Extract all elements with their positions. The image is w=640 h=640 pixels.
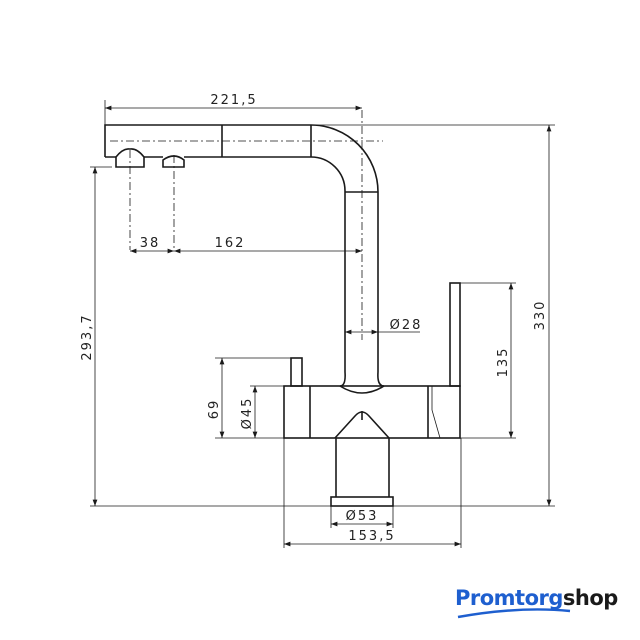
filter-button xyxy=(290,357,303,387)
mixer-lever xyxy=(449,282,461,387)
dimension-lines xyxy=(90,100,555,548)
spout-outline xyxy=(104,124,385,394)
base-plate xyxy=(330,496,394,507)
dim-aerator-to-axis: 162 xyxy=(215,236,246,251)
dim-body-diameter: Ø45 xyxy=(240,397,255,430)
dim-body-width: 153,5 xyxy=(348,529,395,544)
dim-aerator-spacing: 38 xyxy=(140,236,161,251)
dim-body-height: 69 xyxy=(207,399,222,420)
logo-swoosh xyxy=(457,608,571,619)
faucet-body xyxy=(283,282,461,507)
dim-spout-reach: 221,5 xyxy=(210,93,257,108)
dim-lever-height: 135 xyxy=(496,347,511,378)
dim-spout-diameter: Ø28 xyxy=(390,318,423,333)
promtorgshop-logo: Promtorgshop xyxy=(455,586,618,610)
dim-base-diameter: Ø53 xyxy=(346,509,379,524)
dim-total-height: 330 xyxy=(533,300,548,331)
dim-spout-height: 293,7 xyxy=(80,313,95,360)
